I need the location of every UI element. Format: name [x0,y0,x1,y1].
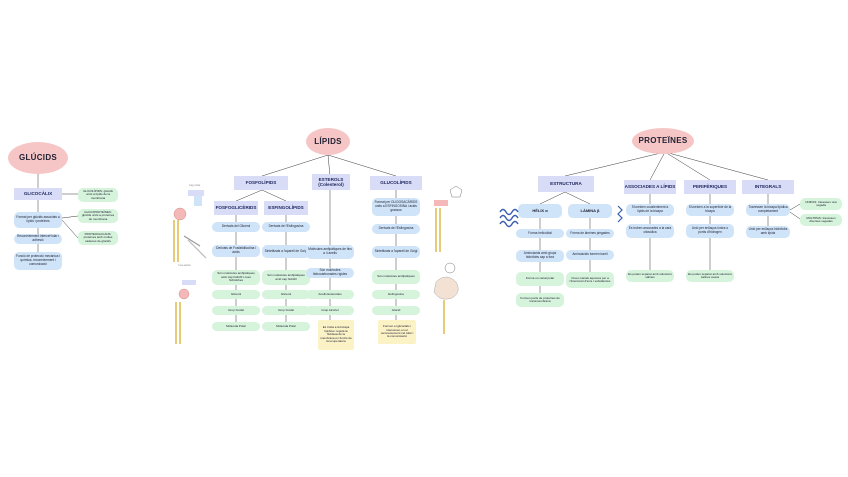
fosfoglicerids-node-2: Derivats de Fosfatidilcolina i àcids [212,245,260,257]
integrals-node-1: Travessen la bicapa lipídica completamen… [746,204,790,216]
glucolipids-header: GLUCOLÍPIDS [370,176,422,190]
lamina-node-2: Aminoàcids formen barril [566,250,614,260]
associades-header: ASSOCIADES A LÍPIDS [624,180,676,194]
helix-header: HÈLIX α [518,204,562,218]
integrals-type-multipas: MULTIPAS: travessen diverses vegades [800,214,842,226]
glucolipids-node-6: Glúcid [372,306,420,315]
fosfolipids-header: FOSFOLÍPIDS [234,176,288,190]
glucids-type-glicoproteines: GLICOPROTEÏNES: glúcids units a proteïne… [78,209,118,223]
periferiques-node-1: S'uneixen a la superfície de la bicapa [686,204,734,216]
esterols-node-4: Grup Alcohol [306,306,354,315]
glucids-title: GLÚCIDS [8,142,68,174]
estructura-header: ESTRUCTURA [538,176,594,192]
associades-node-2: Es troben ancorades a la cara citosòlica [626,224,674,238]
glucolipids-note: Formen el glicocàlix i intervenen en el … [378,320,416,344]
periferiques-header: PERIFÈRIQUES [684,180,736,194]
glucolipids-node-4: Són molècules amfipàtiques [372,270,420,284]
associades-node-3: Es poden separar amb solucions salines [626,270,674,282]
periferiques-node-2: Unió per enllaços iònics o ponts d'hidro… [686,224,734,238]
esfingolipids-node-2: Sintetitzats a l'aparell de Golgi [262,245,310,258]
integrals-header: INTEGRALS [742,180,794,194]
diagram-label-a: Cap polar [189,184,201,187]
lipids-title: LÍPIDS [306,128,350,155]
fosfoglicerids-node-3: Són molècules amfipàtiques amb cap hidrò… [212,270,260,285]
glicocalix-header: GLICOCÀLIX [14,188,62,200]
fosfoglicerids-node-4: Glicerol [212,290,260,299]
fosfoglicerids-header: FOSFOGLICÈRIDS [214,201,258,215]
esterols-node-1: Molècules amfipàtiques de fins a 4 anell… [306,245,354,259]
esfingolipids-header: ESFINGOLÍPIDS [264,201,308,215]
helix-illustration [499,208,519,228]
integrals-type-unipas: UNIPAS: travessen una vegada [800,198,842,210]
glucolipids-node-5: Esfingosina [372,290,420,299]
glucolipid-illustration [433,185,463,334]
glucolipids-node-3: Sintetitzats a l'aparell de Golgi [372,246,420,258]
helix-node-4: Formen parts de proteïnes de transmembra… [516,293,564,307]
helix-node-1: Forma helicoïdal [516,229,564,238]
fosfoglicerids-node-1: Derivats del Glicerol [212,222,260,232]
sheet-illustration [617,205,623,223]
associades-node-1: S'uneixen covalentment a lípids de la bi… [626,204,674,216]
phospholipid-illustration-2 [175,280,196,344]
fosfoglicerids-node-5: Grup Fosfat [212,306,260,315]
glucids-node-2: Reconeixement intercel·lular i adhesió [14,234,62,244]
lamina-node-3: Creen canals aquosos per a l'intercanvi … [566,272,614,288]
glucids-node-1: Format per glúcids associats a lípids i … [14,212,62,228]
esterols-header: ESTEROLS (Colesterol) [312,174,350,190]
helix-node-2: Aminoàcids amb grups hidròfobs cap a for… [516,250,564,262]
glucolipids-node-1: Format per OLIGOSACÀRIDS units a ESFINGO… [372,198,420,216]
lamina-node-1: Forma de làmines plegades [566,229,614,238]
proteines-title: PROTEÏNES [632,128,694,154]
esfingolipids-node-3: Són molècules amfipàtiques amb cap hidrò… [262,270,310,285]
esfingolipids-node-6: Molècula Polar [262,322,310,331]
glucids-type-proteoglicans: PROTEOGLICANS: proteïnes amb moltes cade… [78,231,118,245]
esfingolipids-node-5: Grup Fosfat [262,306,310,315]
phospholipid-illustration-1 [173,190,207,262]
diagram-label-b: Cua apolar [178,264,191,267]
glucolipids-node-2: Derivats de l'Esfingosina [372,224,420,234]
fosfoglicerids-node-6: Molècula Polar [212,322,260,331]
lamina-header: LÀMINA β [568,204,612,218]
esterols-node-3: Anells Esteroides [306,290,354,299]
glucids-node-3: Funció de protecció mecànica i química, … [14,252,62,270]
integrals-node-2: Unió per enllaços hidròfobs amb lípids [746,226,790,238]
esterols-note: Es troba a la bicapa lipídica i regula l… [318,320,354,350]
helix-node-3: Forma un canal polar [516,272,564,286]
esterols-node-2: Són molècules hidrocarbonades rígides [306,268,354,278]
esfingolipids-node-4: Glicerol [262,290,310,299]
glucids-type-glicolipids: GLICOLÍPIDS: glúcids units a lípids de l… [78,188,118,202]
esfingolipids-node-1: Derivats de l'Esfingosina [262,222,310,232]
periferiques-node-3: Es poden separar amb solucions salines s… [686,270,734,282]
